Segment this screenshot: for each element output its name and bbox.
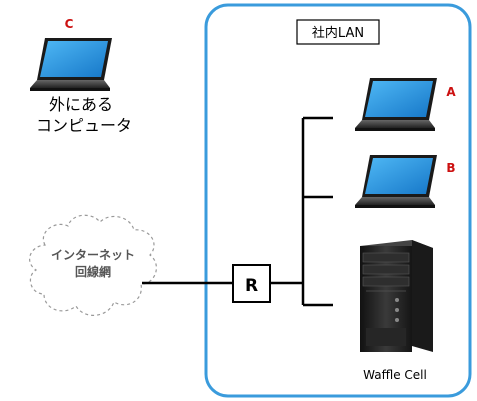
external-pc-letter: C — [65, 17, 74, 31]
server-tower-icon — [360, 240, 433, 352]
lan-boundary — [204, 3, 472, 398]
laptop-icon — [355, 155, 437, 208]
connection-lines — [142, 116, 333, 307]
internet-label-line2: 回線網 — [75, 264, 111, 279]
external-pc-label-line1: 外にある — [49, 95, 113, 114]
node-b-letter: B — [446, 161, 455, 175]
router-box: R — [232, 264, 271, 303]
node-a-letter: A — [446, 85, 456, 99]
server-label: Waffle Cell — [363, 368, 427, 382]
lan-title-box: 社内LAN — [296, 19, 380, 45]
external-pc-label-line2: コンピュータ — [36, 116, 132, 135]
internet-label-line1: インターネット — [51, 248, 135, 262]
lan-title: 社内LAN — [312, 25, 364, 41]
laptop-icon — [355, 78, 437, 131]
router-label: R — [245, 276, 258, 296]
cloud-icon — [29, 214, 157, 316]
laptop-icon — [30, 38, 112, 91]
